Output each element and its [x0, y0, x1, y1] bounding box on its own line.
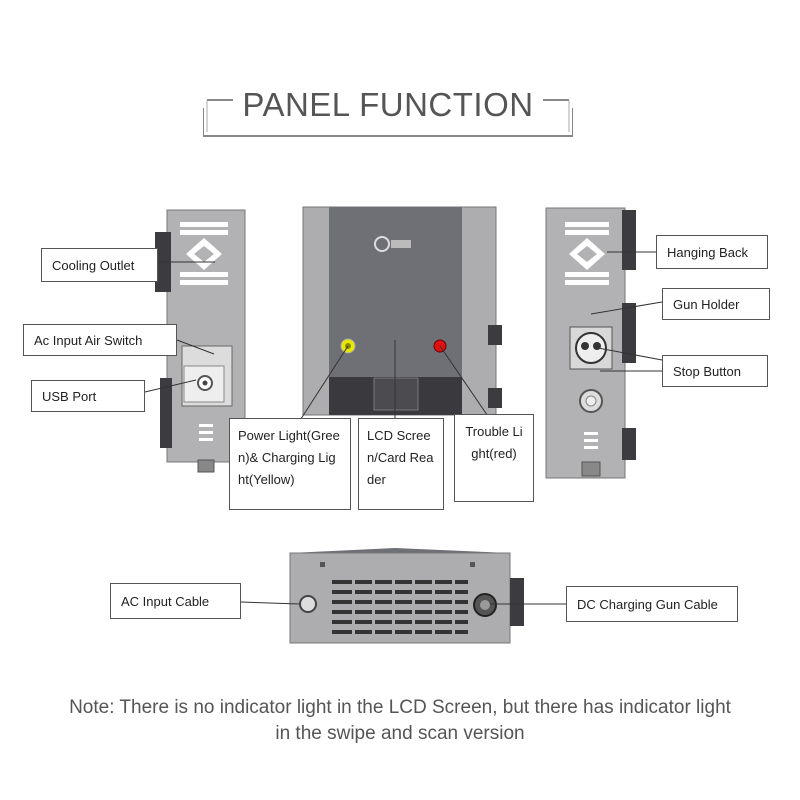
label-text: DC Charging Gun Cable — [577, 596, 718, 612]
label-text: Cooling Outlet — [52, 257, 135, 273]
label-hanging-back: Hanging Back — [656, 235, 768, 269]
label-text: USB Port — [42, 388, 97, 404]
label-usb-port: USB Port — [31, 380, 145, 412]
right-side-view — [545, 207, 636, 479]
label-text: Stop Button — [673, 363, 741, 379]
label-text: Trouble Light(red) — [465, 424, 523, 461]
label-ac-input-air-switch: Ac Input Air Switch — [23, 324, 177, 356]
label-trouble-light: Trouble Light(red) — [454, 414, 534, 502]
label-power-light: Power Light(Green)& Charging Light(Yello… — [229, 418, 351, 510]
label-lcd-screen: LCD Screen/Card Reader — [358, 418, 444, 510]
label-text: Ac Input Air Switch — [34, 332, 143, 348]
page-title: PANEL FUNCTION — [242, 86, 534, 123]
bottom-view — [289, 548, 524, 644]
note-line-1: Note: There is no indicator light in the… — [69, 697, 731, 718]
label-cooling-outlet: Cooling Outlet — [41, 248, 158, 282]
title-bracket — [203, 99, 573, 137]
logo-icon — [374, 236, 411, 252]
label-ac-input-cable: AC Input Cable — [110, 583, 241, 619]
title-frame: PANEL FUNCTION — [203, 86, 573, 138]
note-line-2: in the swipe and scan version — [275, 723, 525, 744]
label-text: LCD Screen/Card Reader — [367, 428, 434, 487]
label-text: Gun Holder — [673, 296, 740, 312]
front-view — [302, 206, 502, 416]
leader-lines — [144, 251, 663, 605]
cooling-outlet-icon — [180, 222, 228, 285]
label-text: AC Input Cable — [121, 593, 210, 609]
label-text: Hanging Back — [667, 244, 748, 260]
label-gun-holder: Gun Holder — [662, 288, 770, 320]
label-text: Power Light(Green)& Charging Light(Yello… — [238, 428, 340, 487]
label-stop-button: Stop Button — [662, 355, 768, 387]
label-dc-charging-gun-cable: DC Charging Gun Cable — [566, 586, 738, 622]
vent-grille — [332, 580, 468, 634]
